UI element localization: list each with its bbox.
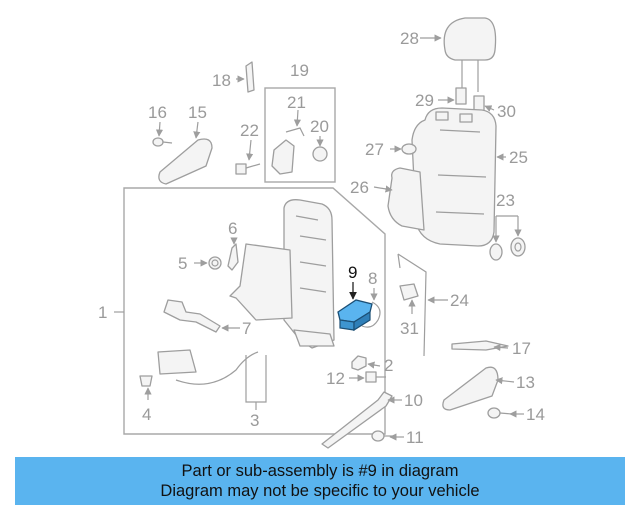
callout-14: 14 [526, 405, 545, 424]
seat-back [387, 107, 497, 247]
parts-diagram: 28 18 19 16 15 21 20 22 29 30 27 25 26 2… [98, 17, 545, 449]
callout-2: 2 [384, 356, 393, 375]
leader-lines [114, 34, 524, 441]
callout-25: 25 [509, 148, 528, 167]
bolt-12 [365, 371, 386, 383]
seat-frame [229, 199, 335, 349]
rail-24 [397, 253, 427, 357]
callout-29: 29 [415, 91, 434, 110]
banner-line-part: Part or sub-assembly is #9 in diagram [181, 462, 459, 480]
bushing-20 [312, 146, 328, 162]
callout-27: 27 [365, 140, 384, 159]
callout-16: 16 [148, 103, 167, 122]
callout-19: 19 [290, 61, 309, 80]
bolt-11 [371, 430, 394, 442]
callout-31: 31 [400, 319, 419, 338]
mechanism-21 [271, 139, 295, 175]
callout-3: 3 [250, 411, 259, 430]
callout-11: 11 [406, 428, 424, 447]
callout-26: 26 [350, 178, 369, 197]
hook-8 [361, 301, 381, 328]
callout-15: 15 [188, 103, 207, 122]
callout-30: 30 [497, 102, 516, 121]
callout-5: 5 [178, 254, 187, 273]
callout-7: 7 [242, 319, 251, 338]
callout-20: 20 [310, 117, 329, 136]
callout-23: 23 [496, 191, 515, 210]
button-23a [489, 243, 503, 261]
callout-9: 9 [348, 263, 357, 282]
nut-2 [351, 355, 367, 371]
strap-10 [321, 391, 393, 449]
callout-24: 24 [450, 291, 469, 310]
callout-6: 6 [228, 219, 237, 238]
screw-14 [487, 407, 513, 419]
cable-3 [175, 351, 259, 385]
callout-18: 18 [212, 71, 231, 90]
bracket-6 [227, 243, 239, 271]
cover-13 [442, 366, 499, 411]
callout-12: 12 [326, 369, 345, 388]
lever-7 [163, 299, 221, 333]
button-23b [510, 237, 526, 257]
guide-29 [455, 87, 467, 105]
part-9-highlighted [337, 299, 373, 332]
banner-line-disclaimer: Diagram may not be specific to your vehi… [160, 482, 480, 500]
callout-17: 17 [512, 339, 531, 358]
callout-22: 22 [240, 121, 259, 140]
subassembly-box-19 [264, 87, 336, 183]
clip-31 [399, 283, 419, 301]
bolt-22 [235, 163, 261, 175]
handle-17 [451, 340, 509, 351]
info-banner: Part or sub-assembly is #9 in diagram Di… [15, 457, 625, 505]
callout-28: 28 [400, 29, 419, 48]
screw-16 [152, 137, 173, 147]
assembly-outline [123, 187, 386, 435]
callout-1: 1 [98, 303, 107, 322]
callout-10: 10 [404, 391, 423, 410]
callout-21: 21 [287, 93, 306, 112]
strip-18 [245, 61, 255, 93]
clip-4 [139, 375, 153, 387]
nut-5 [208, 256, 222, 270]
callout-4: 4 [142, 405, 151, 424]
callout-13: 13 [516, 373, 535, 392]
cover-15 [158, 138, 213, 185]
headrest [443, 17, 497, 92]
grommet-27 [401, 143, 417, 155]
callout-8: 8 [368, 269, 377, 288]
callout-labels: 28 18 19 16 15 21 20 22 29 30 27 25 26 2… [98, 29, 545, 447]
